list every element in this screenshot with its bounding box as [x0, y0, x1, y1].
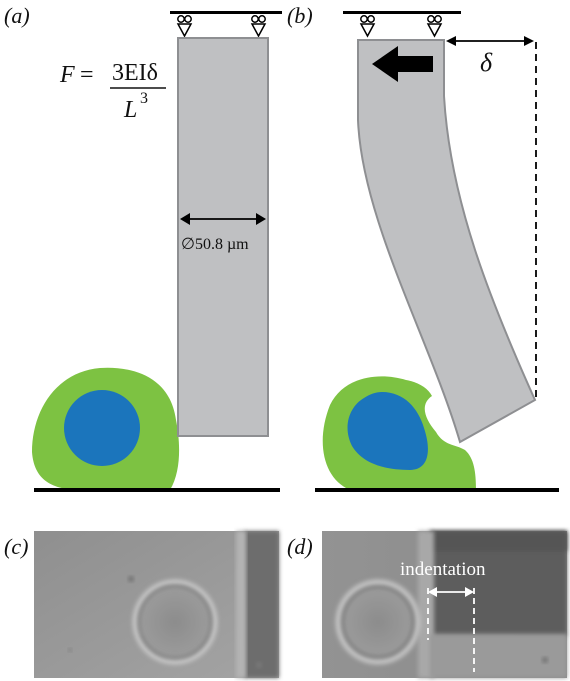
cell-round: [32, 367, 180, 490]
force-formula: F = 3EIδ L 3: [59, 60, 166, 123]
panel-a: (a) F = 3EIδ L 3: [4, 3, 282, 492]
pin-support-icon: [359, 15, 376, 38]
formula-lhs: F: [59, 62, 75, 88]
diameter-label: ∅50.8 µm: [181, 236, 249, 253]
pin-support-icon: [250, 15, 267, 38]
panel-c-label: (c): [4, 534, 28, 559]
substrate-line: [315, 488, 559, 492]
deflection-dimension: δ: [446, 36, 537, 400]
cantilever-beam: [177, 37, 269, 437]
mount-bar: [343, 11, 461, 14]
cell-nucleus: [347, 392, 428, 470]
left-arrow-icon: [372, 46, 433, 82]
panel-a-label: (a): [4, 3, 30, 28]
cell-image: [132, 579, 218, 665]
formula-equals: =: [80, 62, 94, 88]
cell-deformed: [322, 376, 476, 490]
cell-nucleus: [64, 390, 140, 466]
formula-denominator: L: [123, 97, 137, 123]
formula-exponent: 3: [140, 90, 148, 107]
pin-support-icon: [426, 15, 443, 38]
pin-support-icon: [176, 15, 193, 38]
indentation-label: indentation: [400, 559, 486, 580]
cell-image: [335, 579, 421, 665]
panel-b-label: (b): [287, 3, 313, 28]
micrograph-c: [34, 531, 279, 678]
diameter-dimension: ∅50.8 µm: [180, 213, 266, 253]
panel-c: (c): [4, 531, 279, 678]
mount-bar: [170, 11, 282, 14]
micrograph-d: indentation: [322, 531, 567, 678]
indentation-dimension: [427, 587, 475, 672]
panel-d-label: (d): [287, 534, 313, 559]
deflected-beam: [357, 39, 537, 444]
deflection-label: δ: [480, 48, 493, 77]
panel-b: (b) δ: [287, 3, 559, 492]
formula-numerator: 3EIδ: [112, 60, 158, 86]
substrate-line: [34, 488, 280, 492]
panel-d: (d) indentation: [287, 531, 567, 678]
